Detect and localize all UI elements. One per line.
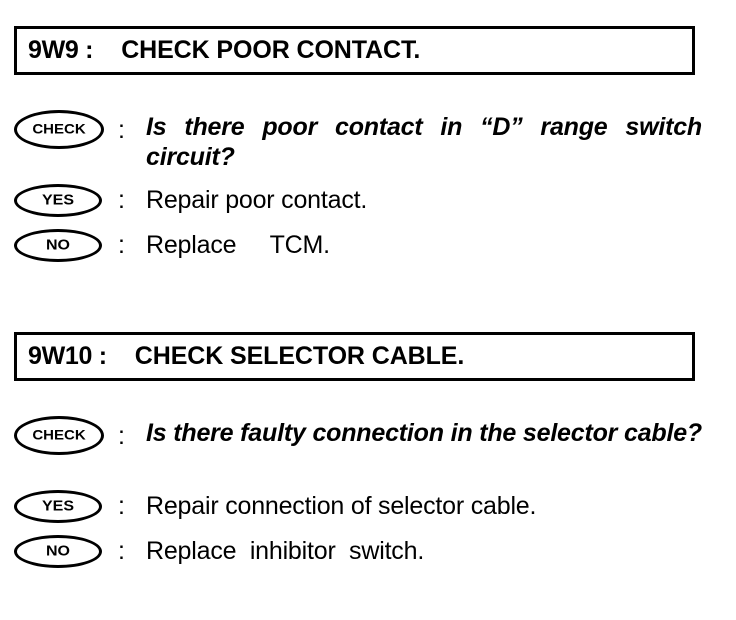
check-badge-label: CHECK <box>32 427 86 444</box>
no-outcome-text: Replace inhibitor switch. <box>146 537 425 565</box>
no-badge-label: NO <box>46 543 70 559</box>
step-code: 9W9 : <box>28 36 94 64</box>
yes-badge: YES <box>14 184 102 217</box>
step-title: CHECK POOR CONTACT. <box>121 36 421 64</box>
step-header-box-9w9: 9W9 : CHECK POOR CONTACT. <box>14 26 695 75</box>
check-badge: CHECK <box>14 416 104 455</box>
no-outcome-text: Replace TCM. <box>146 231 330 259</box>
yes-badge-label: YES <box>41 498 74 514</box>
check-badge-label: CHECK <box>32 121 86 138</box>
colon-separator: : <box>118 231 125 259</box>
colon-separator: : <box>118 492 125 520</box>
colon-separator: : <box>118 537 125 565</box>
yes-outcome-text: Repair connection of selector cable. <box>146 492 537 520</box>
no-badge-label: NO <box>46 237 70 253</box>
yes-outcome-text: Repair poor contact. <box>146 186 368 214</box>
step-title: CHECK SELECTOR CABLE. <box>134 342 465 370</box>
check-question-text: Is there faulty connection in the select… <box>146 419 702 447</box>
no-badge: NO <box>14 229 102 262</box>
yes-badge-label: YES <box>41 192 74 208</box>
step-header-box-9w10: 9W10 : CHECK SELECTOR CABLE. <box>14 332 695 381</box>
colon-separator: : <box>118 116 125 144</box>
yes-badge: YES <box>14 490 102 523</box>
check-question-text: Is there poor contact in “D” range switc… <box>146 113 702 171</box>
check-badge: CHECK <box>14 110 104 149</box>
step-code: 9W10 : <box>28 342 107 370</box>
colon-separator: : <box>118 422 125 450</box>
no-badge: NO <box>14 535 102 568</box>
colon-separator: : <box>118 186 125 214</box>
